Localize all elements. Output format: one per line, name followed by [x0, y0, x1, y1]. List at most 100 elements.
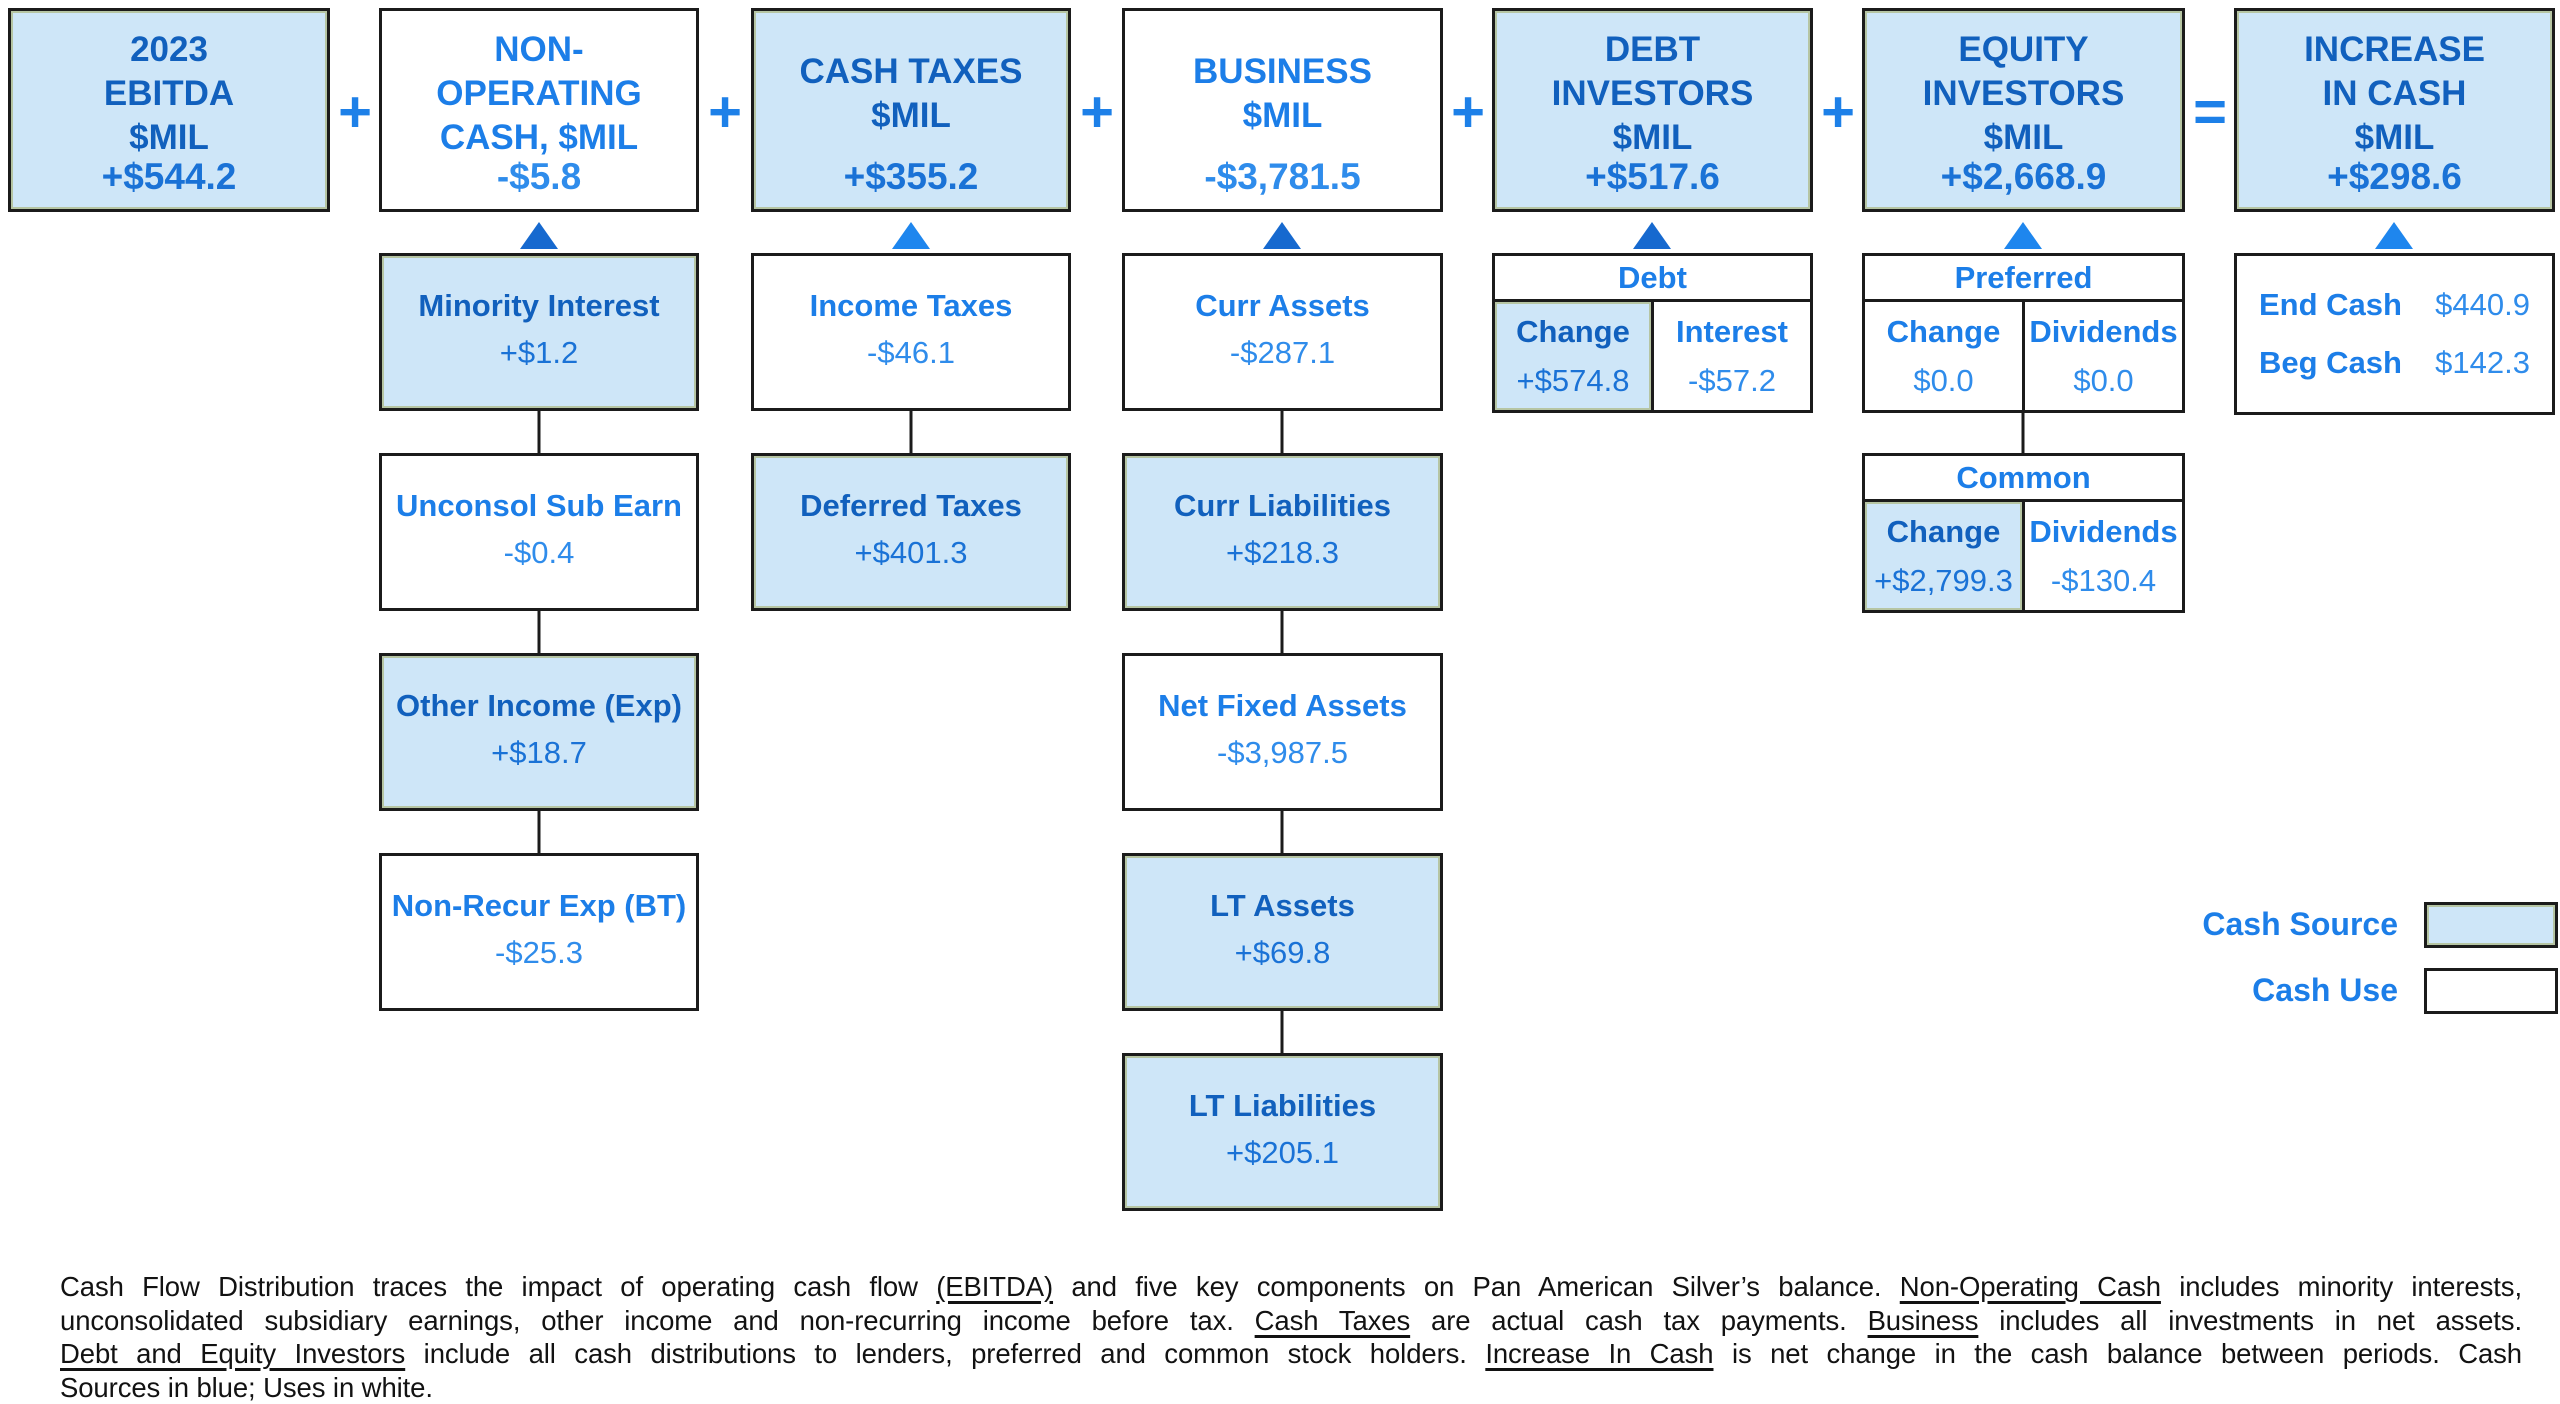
cell-debt-change: Change +$574.8: [1495, 302, 1651, 410]
cell-preferred-change: Change $0.0: [1865, 302, 2022, 410]
box-curr-assets: Curr Assets -$287.1: [1122, 253, 1443, 411]
footnote-line: Debt and Equity Investors include all ca…: [60, 1337, 2522, 1371]
box-deferred-taxes: Deferred Taxes +$401.3: [751, 453, 1071, 611]
top-box-business: BUSINESS $MIL -$3,781.5: [1122, 8, 1443, 212]
underlined-term: Debt and Equity Investors: [60, 1338, 405, 1369]
box-value: +$355.2: [754, 160, 1068, 193]
underlined-term: Business: [1868, 1305, 1979, 1336]
footnote-line: unconsolidated subsidiary earnings, othe…: [60, 1304, 2522, 1338]
box-title: CASH TAXES $MIL: [754, 19, 1068, 169]
box-title: 2023 EBITDA $MIL: [11, 19, 327, 169]
box-value: -$3,987.5: [1217, 736, 1348, 769]
cell-value: $0.0: [1913, 364, 1973, 397]
legend-source-swatch: [2424, 902, 2558, 948]
box-title: EQUITY INVESTORS $MIL: [1865, 19, 2182, 169]
connector-line: [1281, 611, 1284, 653]
underlined-term: (EBITDA): [936, 1271, 1053, 1302]
arrow-up-icon: [2375, 222, 2413, 249]
box-title: BUSINESS $MIL: [1125, 19, 1440, 169]
equals-operator: =: [2193, 79, 2227, 146]
box-value: +$298.6: [2237, 160, 2552, 193]
legend-use-label: Cash Use: [2058, 972, 2398, 1009]
box-label: Curr Liabilities: [1174, 489, 1391, 522]
text-segment: include all cash distributions to lender…: [405, 1338, 1485, 1369]
box-label: Other Income (Exp): [396, 689, 682, 722]
underlined-term: Cash Taxes: [1255, 1305, 1411, 1336]
arrow-up-icon: [1263, 222, 1301, 249]
underlined-term: Non-Operating Cash: [1900, 1271, 2161, 1302]
text-segment: is net change in the cash balance betwee…: [1713, 1338, 2522, 1369]
box-lt-assets: LT Assets +$69.8: [1122, 853, 1443, 1011]
arrow-up-icon: [892, 222, 930, 249]
box-value: -$287.1: [1230, 336, 1335, 369]
cell-label: Dividends: [2029, 315, 2177, 348]
cell-common-change: Change +$2,799.3: [1865, 502, 2022, 610]
box-value: -$0.4: [504, 536, 575, 569]
box-value: +$205.1: [1226, 1136, 1339, 1169]
cell-label: Dividends: [2029, 515, 2177, 548]
box-net-fixed-assets: Net Fixed Assets -$3,987.5: [1122, 653, 1443, 811]
text-segment: are actual cash tax payments.: [1410, 1305, 1867, 1336]
text-segment: Cash Flow Distribution traces the impact…: [60, 1271, 936, 1302]
box-value: +$218.3: [1226, 536, 1339, 569]
connector-line: [538, 811, 541, 853]
cell-common-dividends: Dividends -$130.4: [2022, 502, 2182, 610]
cell-value: +$2,799.3: [1874, 564, 2013, 597]
row-label: End Cash: [2259, 288, 2402, 321]
cell-value: +$574.8: [1517, 364, 1630, 397]
row-value: $142.3: [2435, 346, 2530, 379]
footnote: Cash Flow Distribution traces the impact…: [60, 1270, 2522, 1404]
box-label: LT Liabilities: [1189, 1089, 1376, 1122]
top-box-debt-investors: DEBT INVESTORS $MIL +$517.6: [1492, 8, 1813, 212]
connector-line: [1281, 411, 1284, 453]
top-box-ebitda: 2023 EBITDA $MIL +$544.2: [8, 8, 330, 212]
box-title: NON- OPERATING CASH, $MIL: [382, 19, 696, 169]
footnote-line: Sources in blue; Uses in white.: [60, 1371, 2522, 1404]
preferred-table: Preferred Change $0.0 Dividends $0.0: [1862, 253, 2185, 413]
box-label: Unconsol Sub Earn: [396, 489, 682, 522]
plus-operator: +: [338, 79, 372, 146]
end-cash-row: End Cash $440.9: [2259, 288, 2530, 321]
box-value: +$1.2: [500, 336, 578, 369]
top-box-cash-taxes: CASH TAXES $MIL +$355.2: [751, 8, 1071, 212]
plus-operator: +: [708, 79, 742, 146]
box-title: INCREASE IN CASH $MIL: [2237, 19, 2552, 169]
box-minority-interest: Minority Interest +$1.2: [379, 253, 699, 411]
row-label: Beg Cash: [2259, 346, 2402, 379]
box-value: -$25.3: [495, 936, 583, 969]
text-segment: Sources in blue; Uses in white.: [60, 1372, 433, 1403]
legend-source-label: Cash Source: [2058, 906, 2398, 943]
cash-balance-box: End Cash $440.9 Beg Cash $142.3: [2234, 253, 2555, 415]
box-label: Minority Interest: [418, 289, 659, 322]
box-value: +$517.6: [1495, 160, 1810, 193]
box-curr-liabilities: Curr Liabilities +$218.3: [1122, 453, 1443, 611]
cell-label: Interest: [1676, 315, 1788, 348]
footnote-line: Cash Flow Distribution traces the impact…: [60, 1270, 2522, 1304]
box-non-recur-exp-bt: Non-Recur Exp (BT) -$25.3: [379, 853, 699, 1011]
box-value: -$3,781.5: [1125, 160, 1440, 193]
box-value: -$46.1: [867, 336, 955, 369]
table-header: Debt: [1495, 256, 1810, 302]
cell-preferred-dividends: Dividends $0.0: [2022, 302, 2182, 410]
box-label: Net Fixed Assets: [1158, 689, 1407, 722]
text-segment: includes all investments in net assets.: [1978, 1305, 2522, 1336]
box-lt-liabilities: LT Liabilities +$205.1: [1122, 1053, 1443, 1211]
cell-value: -$57.2: [1688, 364, 1776, 397]
box-income-taxes: Income Taxes -$46.1: [751, 253, 1071, 411]
plus-operator: +: [1821, 79, 1855, 146]
text-segment: and five key components on Pan American …: [1053, 1271, 1900, 1302]
text-segment: unconsolidated subsidiary earnings, othe…: [60, 1305, 1255, 1336]
box-title: DEBT INVESTORS $MIL: [1495, 19, 1810, 169]
connector-line: [538, 411, 541, 453]
box-value: +$544.2: [11, 160, 327, 193]
table-header: Preferred: [1865, 256, 2182, 302]
box-value: -$5.8: [382, 160, 696, 193]
arrow-up-icon: [2004, 222, 2042, 249]
cell-debt-interest: Interest -$57.2: [1651, 302, 1810, 410]
box-value: +$401.3: [855, 536, 968, 569]
connector-line: [2022, 411, 2025, 455]
top-box-increase-in-cash: INCREASE IN CASH $MIL +$298.6: [2234, 8, 2555, 212]
box-value: +$69.8: [1235, 936, 1331, 969]
box-label: Curr Assets: [1195, 289, 1370, 322]
